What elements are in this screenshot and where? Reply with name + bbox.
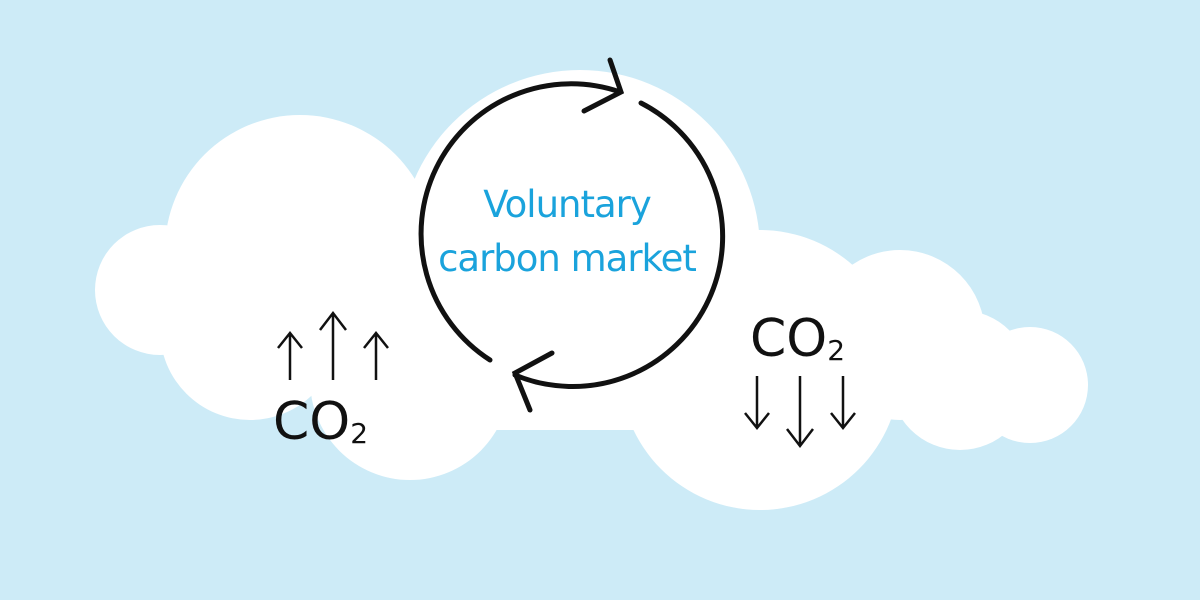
- co2-right-label: CO2: [750, 313, 845, 365]
- co2-left-subscript: 2: [350, 417, 369, 450]
- co2-left-text: CO: [273, 392, 351, 452]
- center-title-line1: Voluntary: [483, 183, 652, 226]
- arrowhead-top-icon: [581, 57, 625, 114]
- co2-right-text: CO: [750, 309, 828, 369]
- co2-left-label: CO2: [273, 396, 368, 448]
- cloud: [95, 70, 1088, 510]
- down-arrows-icon: [744, 376, 856, 449]
- cycle-arrow-left-arc: [418, 81, 623, 363]
- co2-right-subscript: 2: [827, 334, 846, 367]
- center-title-line2: carbon market: [438, 237, 697, 280]
- cycle-arrow-right-arc: [512, 100, 726, 390]
- up-arrows-icon: [277, 310, 389, 380]
- arrowhead-bottom-icon: [511, 350, 555, 413]
- cycle-arrows: [418, 57, 726, 413]
